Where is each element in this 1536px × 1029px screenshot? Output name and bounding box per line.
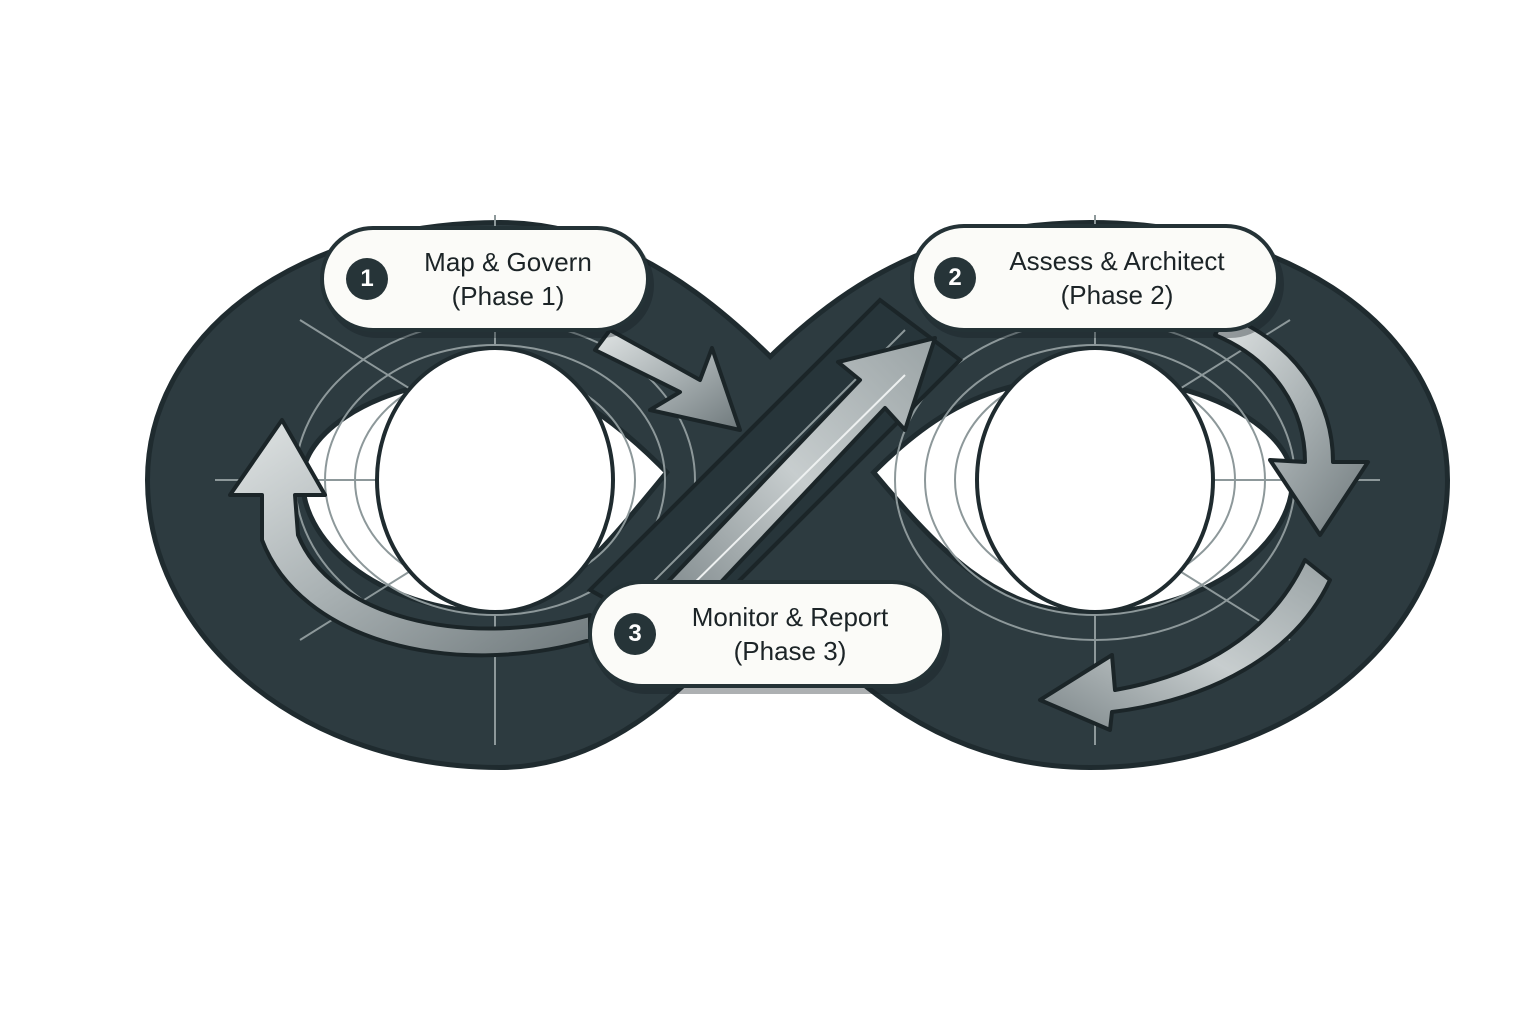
arrow-left-icon [1038,558,1332,732]
phase-3-number-badge: 3 [614,613,656,655]
phase-3-title: Monitor & Report [691,602,889,632]
track-holes [377,348,1213,612]
phase-3-subtitle: (Phase 3) [733,636,847,666]
arrow-down-icon [1213,313,1370,537]
phase-2-number-badge: 2 [934,257,976,299]
phase-2-card: 2 Assess & Architect (Phase 2) [910,224,1280,332]
phase-2-title: Assess & Architect [1009,246,1225,276]
phase-1-subtitle: (Phase 1) [451,281,565,311]
phase-1-number-badge: 1 [346,258,388,300]
phase-1-card: 1 Map & Govern (Phase 1) [320,226,650,332]
arrow-up-icon [228,418,592,658]
phase-3-card: 3 Monitor & Report (Phase 3) [588,580,946,688]
phase-2-subtitle: (Phase 2) [1060,280,1174,310]
phase-1-title: Map & Govern [424,247,592,277]
arrow-right-down-icon [593,328,742,432]
